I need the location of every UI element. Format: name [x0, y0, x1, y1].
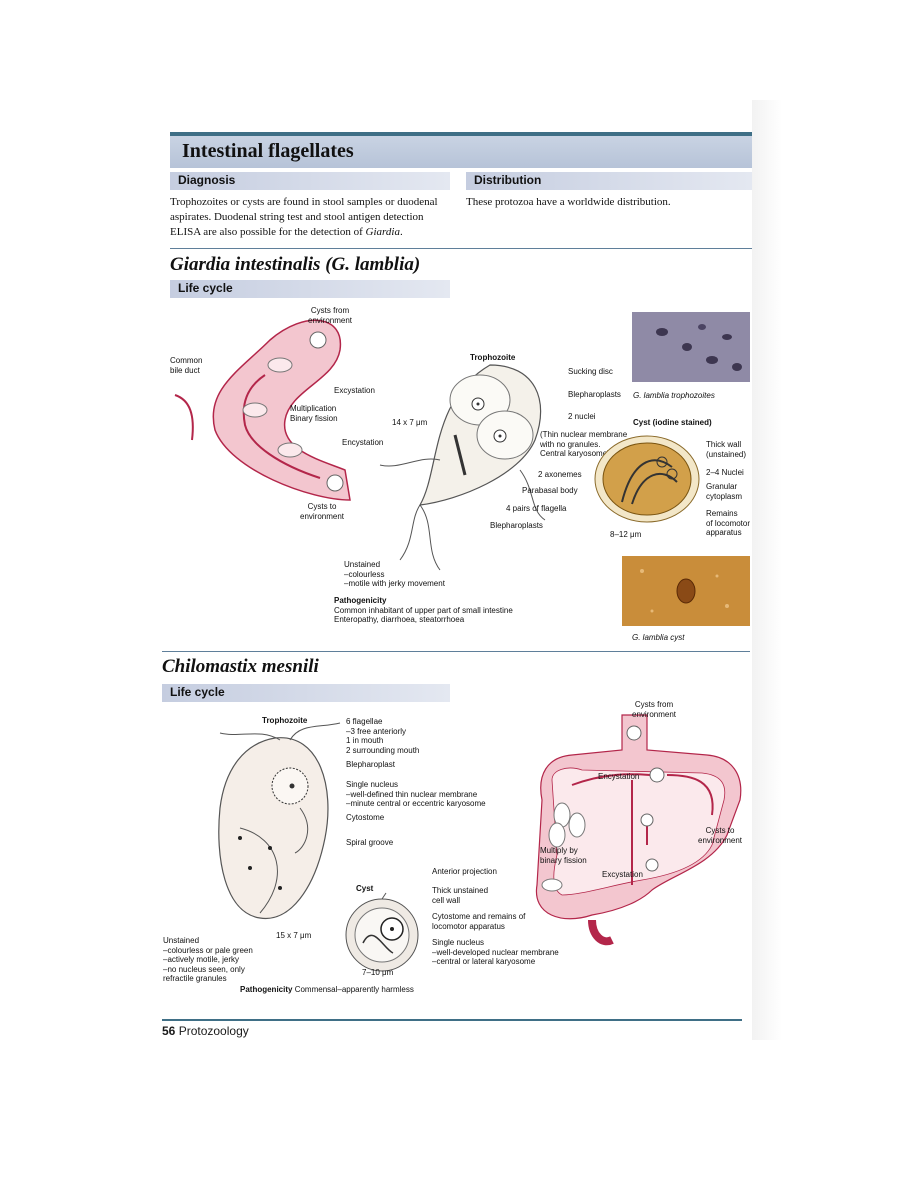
giardia-cyst-photo: [622, 556, 750, 626]
chilomastix-blepharoplast-label: Blepharoplast: [346, 760, 395, 769]
giardia-unstained-label: Unstained–colourless–motile with jerky m…: [344, 560, 445, 588]
chilomastix-pathogenicity: Pathogenicity Commensal–apparently harml…: [240, 985, 414, 995]
page-number: 56: [162, 1024, 176, 1038]
footer-section: Protozoology: [178, 1024, 249, 1038]
section-divider-2: [162, 651, 750, 652]
giardia-trophozoites-photo: [632, 312, 750, 382]
chilomastix-cytostome-label: Cytostome: [346, 813, 385, 822]
chilomastix-cyst-size-label: 7–10 μm: [362, 968, 394, 977]
chilomastix-life-cycle-bar: Life cycle: [162, 684, 450, 702]
diagnosis-heading: Diagnosis: [178, 173, 236, 187]
giardia-pathogenicity-heading: Pathogenicity: [334, 596, 387, 605]
giardia-blepharoplasts-2-label: Blepharoplasts: [490, 521, 543, 530]
giardia-pathogenicity-line-2: Enteropathy, diarrhoea, steatorrhoea: [334, 615, 465, 624]
chilomastix-colon-diagram: [535, 714, 742, 946]
diagnosis-text: Trophozoites or cysts are found in stool…: [170, 195, 460, 240]
chilomastix-cyst-diagram: [345, 892, 419, 972]
giardia-pathogenicity-line-1: Common inhabitant of upper part of small…: [334, 605, 513, 615]
giardia-encystation-label: Encystation: [342, 438, 384, 447]
giardia-parabasal-label: Parabasal body: [522, 486, 578, 495]
footer-rule: [162, 1019, 742, 1021]
chilomastix-trophozoite-diagram: [218, 722, 341, 920]
giardia-life-cycle-bar: Life cycle: [170, 280, 450, 298]
chilomastix-trophozoite-label: Trophozoite: [262, 716, 308, 725]
distribution-heading-bar: Distribution: [466, 172, 752, 190]
giardia-size-label: 14 x 7 μm: [392, 418, 428, 427]
chapter-title-bar: Intestinal flagellates: [170, 132, 752, 168]
giardia-nuclei-label: 2 nuclei: [568, 412, 596, 421]
chilomastix-spiral-groove-label: Spiral groove: [346, 838, 394, 847]
giardia-cyst-size-label: 8–12 μm: [610, 530, 642, 539]
giardia-trophozoite-label: Trophozoite: [470, 353, 516, 362]
chilomastix-unstained-label: Unstained–colourless or pale green–activ…: [163, 936, 253, 983]
giardia-excystation-label: Excystation: [334, 386, 375, 395]
diagnosis-genus: Giardia: [365, 226, 400, 238]
giardia-cyst-wall-label: Thick wall(unstained): [706, 440, 747, 459]
giardia-blepharoplasts-label: Blepharoplasts: [568, 390, 621, 399]
giardia-life-cycle-heading: Life cycle: [178, 281, 233, 295]
chilomastix-cyst-label: Cyst: [356, 884, 374, 893]
giardia-sucking-disc-label: Sucking disc: [568, 367, 613, 376]
giardia-cyst-title: Cyst (iodine stained): [633, 418, 712, 427]
giardia-trophozoite-diagram: [379, 364, 546, 571]
footer: 56 Protozoology: [162, 1024, 249, 1038]
distribution-text: These protozoa have a worldwide distribu…: [466, 196, 671, 208]
section-divider-1: [170, 248, 752, 249]
chilomastix-cyst-nucleus-label: Single nucleus–well-developed nuclear me…: [432, 938, 559, 966]
giardia-cyst-caption: G. lamblia cyst: [632, 633, 685, 642]
chilomastix-encystation-label: Encystation: [598, 772, 640, 781]
diagnosis-line-3-post: .: [399, 226, 403, 238]
giardia-cyst-nuclei-label: 2–4 Nuclei: [706, 468, 744, 477]
diagnosis-line-3-pre: ELISA are also possible for the detectio…: [170, 226, 366, 238]
diagnosis-line-2: aspirates. Duodenal string test and stoo…: [170, 211, 424, 223]
giardia-cyst-diagram: [594, 435, 700, 523]
chilomastix-life-cycle-heading: Life cycle: [170, 685, 225, 699]
chilomastix-excystation-label: Excystation: [602, 870, 643, 879]
giardia-title: Giardia intestinalis (G. lamblia): [170, 254, 421, 275]
giardia-pathogenicity: Pathogenicity Common inhabitant of upper…: [334, 596, 513, 625]
chilomastix-pathogenicity-heading: Pathogenicity: [240, 985, 293, 994]
giardia-axonemes-label: 2 axonemes: [538, 470, 582, 479]
chapter-title: Intestinal flagellates: [182, 140, 354, 162]
page-shadow: [752, 100, 782, 1040]
chilomastix-anterior-label: Anterior projection: [432, 867, 497, 876]
distribution-heading: Distribution: [474, 173, 542, 187]
diagnosis-line-1: Trophozoites or cysts are found in stool…: [170, 196, 438, 208]
giardia-trophozoites-caption: G. lamblia trophozoites: [633, 391, 715, 400]
chilomastix-troph-size-label: 15 x 7 μm: [276, 931, 312, 940]
chilomastix-title: Chilomastix mesnili: [162, 656, 319, 677]
diagnosis-line-3: ELISA are also possible for the detectio…: [170, 225, 460, 240]
chilomastix-pathogenicity-text: Commensal–apparently harmless: [294, 985, 414, 994]
giardia-flagella-label: 4 pairs of flagella: [506, 504, 567, 513]
chilomastix-nucleus-label: Single nucleus–well-defined thin nuclear…: [346, 780, 486, 808]
giardia-gut-diagram: [174, 319, 351, 501]
diagnosis-heading-bar: Diagnosis: [170, 172, 450, 190]
